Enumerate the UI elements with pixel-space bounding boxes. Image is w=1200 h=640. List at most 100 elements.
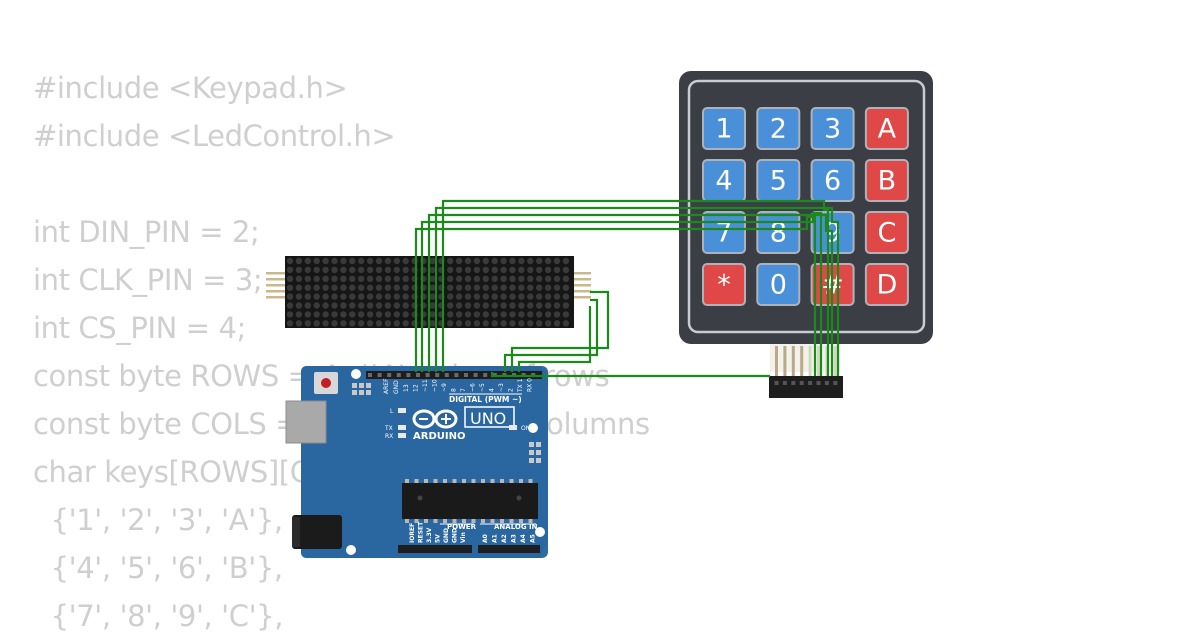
matrix-led <box>286 275 294 282</box>
keypad-key-label: D <box>877 270 898 301</box>
reset-button-cap <box>321 378 331 388</box>
matrix-led <box>509 302 516 309</box>
matrix-led <box>447 302 454 309</box>
matrix-led <box>447 320 454 327</box>
matrix-led <box>375 320 383 327</box>
matrix-led <box>473 257 481 265</box>
matrix-led <box>402 293 409 300</box>
gnd-label: GND <box>393 380 400 394</box>
matrix-led <box>375 302 383 309</box>
matrix-led <box>331 311 338 318</box>
keypad-key[interactable] <box>702 107 746 150</box>
matrix-led <box>473 293 481 300</box>
keypad-key[interactable] <box>702 263 746 306</box>
digital-pin-label: 4 <box>489 388 496 392</box>
matrix-led <box>286 320 294 327</box>
ribbon-trace <box>783 346 787 376</box>
ribbon-trace <box>800 346 804 376</box>
ribbon-trace <box>808 346 812 376</box>
code-line: int DIN_PIN = 2; <box>33 215 260 249</box>
matrix-led <box>509 293 516 300</box>
matrix-led <box>349 266 356 274</box>
analog-pin-label: A4 <box>520 534 527 543</box>
matrix-led <box>491 293 498 300</box>
connector-pin <box>833 381 838 385</box>
icsp-pin <box>359 383 364 388</box>
matrix-pin <box>266 290 286 293</box>
matrix-led <box>491 302 498 309</box>
icsp-pin <box>352 383 357 388</box>
matrix-led <box>393 293 400 300</box>
matrix-led <box>509 311 516 318</box>
matrix-led <box>473 266 481 274</box>
matrix-led <box>349 311 356 318</box>
matrix-led <box>358 320 365 327</box>
matrix-led <box>340 266 347 274</box>
matrix-led <box>500 275 507 282</box>
matrix-led <box>366 275 374 282</box>
analog-header <box>478 545 540 553</box>
matrix-led <box>393 320 400 327</box>
header-pin <box>435 373 440 377</box>
wire <box>510 290 610 372</box>
digital-pin-label: 13 <box>403 384 410 392</box>
matrix-led <box>304 320 311 327</box>
matrix-left-pins <box>266 272 286 299</box>
code-line: #include <LedControl.h> <box>33 119 396 153</box>
keypad-key[interactable] <box>756 263 801 306</box>
matrix-led <box>562 284 570 291</box>
keypad-key[interactable] <box>756 107 801 150</box>
matrix-pin <box>573 284 591 287</box>
usb-connector <box>286 401 326 443</box>
connector-pin <box>808 381 813 385</box>
connector-pin <box>782 381 787 385</box>
keypad-key[interactable] <box>810 107 855 150</box>
matrix-led <box>393 275 400 282</box>
matrix-led <box>455 293 463 300</box>
icsp-pin <box>529 458 534 463</box>
arduino-logo <box>412 409 458 429</box>
matrix-led <box>349 257 356 265</box>
matrix-led <box>482 284 489 291</box>
matrix-led <box>473 275 481 282</box>
keypad-key-label: B <box>878 166 897 197</box>
header-pin <box>444 373 449 377</box>
matrix-led <box>313 320 320 327</box>
keypad-key-label: 4 <box>715 166 732 197</box>
digital-pin-label: 12 <box>413 384 420 392</box>
matrix-led <box>286 257 294 265</box>
icsp-pin <box>536 442 541 447</box>
keypad-key[interactable] <box>864 159 909 202</box>
matrix-led <box>402 311 409 318</box>
matrix-led <box>473 284 481 291</box>
matrix-led <box>544 275 552 282</box>
matrix-led <box>464 266 472 274</box>
icsp-pin <box>529 450 534 455</box>
matrix-led <box>562 293 570 300</box>
matrix-led <box>509 266 516 274</box>
matrix-led <box>544 320 552 327</box>
header-pin <box>387 373 392 377</box>
matrix-led <box>455 302 463 309</box>
keypad-key[interactable] <box>864 211 909 254</box>
keypad-key[interactable] <box>864 107 909 150</box>
matrix-led <box>553 320 561 327</box>
matrix-led <box>295 302 303 309</box>
matrix-led <box>447 266 454 274</box>
matrix-led <box>518 302 525 309</box>
matrix-led <box>322 293 329 300</box>
matrix-led <box>393 284 400 291</box>
code-line: {'1', '2', '3', 'A'}, <box>33 503 283 537</box>
keypad-key[interactable] <box>810 159 855 202</box>
matrix-led <box>366 266 374 274</box>
keypad-key[interactable] <box>864 263 909 306</box>
chip-pin <box>443 479 447 483</box>
keypad-key-label: 8 <box>770 218 787 249</box>
keypad-key-label: * <box>717 270 731 301</box>
matrix-led <box>331 275 338 282</box>
matrix-led <box>464 311 472 318</box>
digital-pin-label: 8 <box>451 388 458 392</box>
